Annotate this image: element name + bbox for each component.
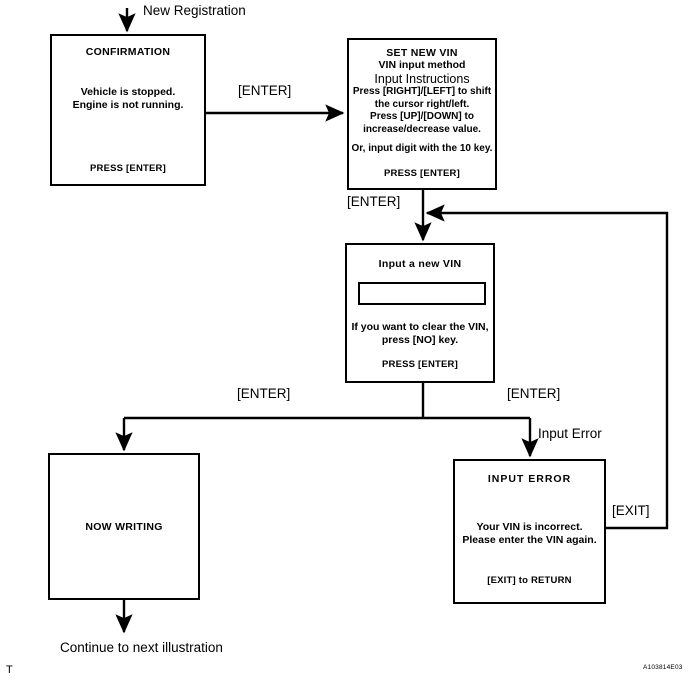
edge-label-enter-2: [ENTER] [347, 194, 401, 209]
input-error-line-2: Please enter the VIN again. [462, 534, 597, 547]
input-new-vin-line-1: If you want to clear the VIN, [351, 321, 489, 333]
set-new-vin-line-1: Press [RIGHT]/[LEFT] to shift [352, 86, 492, 97]
input-new-vin-footer: PRESS [ENTER] [382, 359, 458, 370]
confirmation-body: Vehicle is stopped. Engine is not runnin… [52, 86, 204, 112]
node-set-new-vin: SET NEW VIN VIN input method Input Instr… [347, 38, 497, 190]
edge-label-input-error: Input Error [538, 426, 602, 441]
node-confirmation: CONFIRMATION Vehicle is stopped. Engine … [50, 34, 206, 186]
edge-label-enter-3: [ENTER] [237, 386, 291, 401]
input-error-line-1: Your VIN is incorrect. [476, 521, 583, 533]
label-new-registration: New Registration [143, 3, 246, 18]
edge-exit-return-loop [425, 204, 669, 530]
set-new-vin-heading: Input Instructions [374, 72, 470, 86]
set-new-vin-content: SET NEW VIN VIN input method Input Instr… [351, 47, 493, 156]
edge-label-exit: [EXIT] [612, 503, 650, 518]
set-new-vin-footer: PRESS [ENTER] [384, 168, 460, 179]
edge-label-enter-4: [ENTER] [507, 386, 561, 401]
set-new-vin-subtitle: VIN input method [378, 59, 466, 71]
input-error-body: Your VIN is incorrect. Please enter the … [455, 521, 604, 547]
corner-mark: T [6, 664, 13, 676]
set-new-vin-line-4: increase/decrease value. [363, 123, 481, 135]
label-continue-next-illustration: Continue to next illustration [60, 640, 223, 655]
set-new-vin-spacer [351, 136, 493, 143]
confirmation-line-1: Vehicle is stopped. [80, 86, 176, 98]
set-new-vin-line-2: the cursor right/left. [374, 98, 470, 110]
confirmation-footer: PRESS [ENTER] [90, 163, 166, 174]
node-input-error: INPUT ERROR Your VIN is incorrect. Pleas… [453, 459, 606, 604]
edge-label-enter-1: [ENTER] [238, 83, 292, 98]
set-new-vin-line-5: Or, input digit with the 10 key. [351, 143, 493, 154]
input-new-vin-body: If you want to clear the VIN, press [NO]… [347, 321, 493, 347]
now-writing-title: NOW WRITING [85, 520, 163, 533]
confirmation-line-2: Engine is not running. [72, 99, 184, 112]
set-new-vin-title: SET NEW VIN [386, 47, 458, 59]
node-input-new-vin: Input a new VIN If you want to clear the… [345, 243, 495, 383]
input-new-vin-title: Input a new VIN [378, 258, 462, 270]
set-new-vin-line-3: Press [UP]/[DOWN] to [370, 111, 474, 122]
node-now-writing: NOW WRITING [48, 453, 200, 600]
input-error-title: INPUT ERROR [487, 473, 572, 485]
vin-input-field[interactable] [358, 282, 486, 305]
confirmation-title: CONFIRMATION [85, 46, 171, 58]
input-error-footer: [EXIT] to RETURN [487, 575, 572, 586]
input-new-vin-line-2: press [NO] key. [381, 334, 459, 347]
figure-code: A103814E03 [643, 664, 683, 671]
